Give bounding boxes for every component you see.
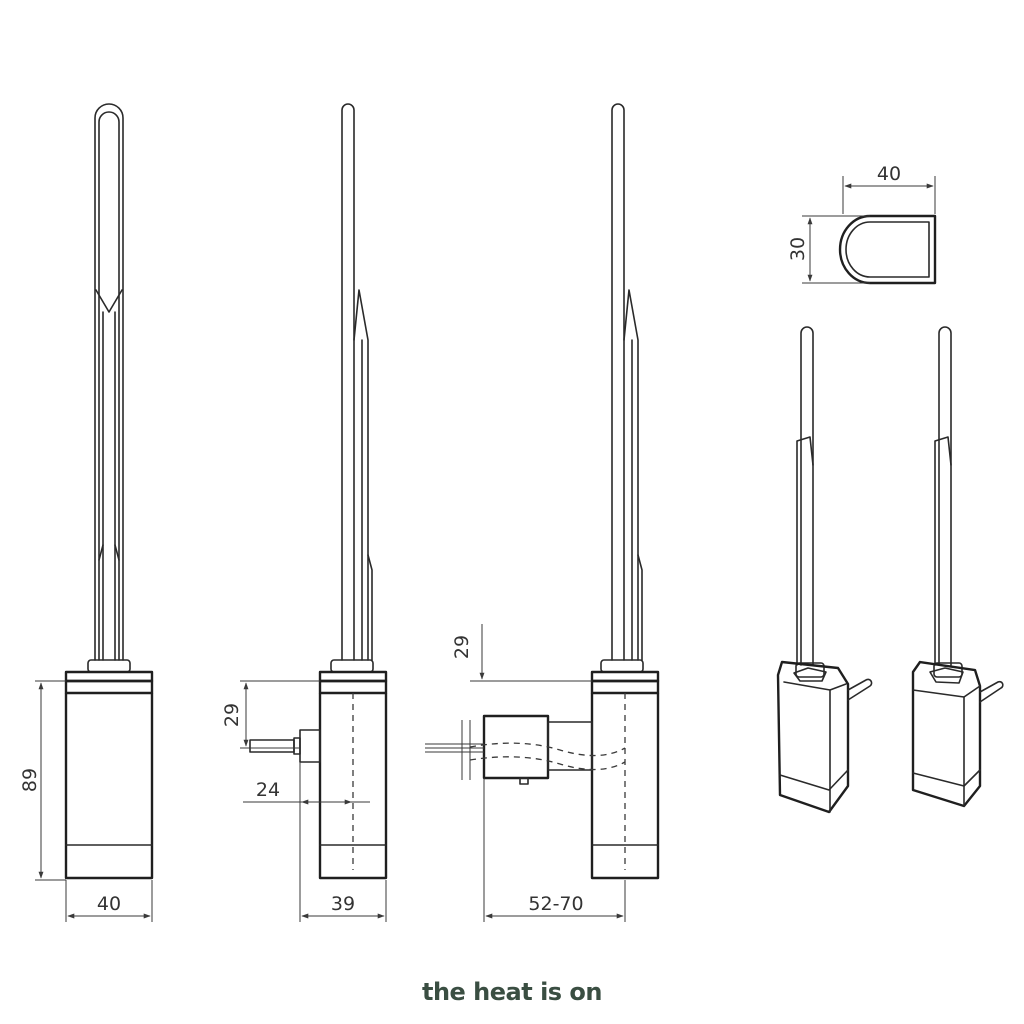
profile-section: 40 30 <box>787 163 937 285</box>
dim-side-pin-length: 24 <box>256 779 280 801</box>
dim-profile-height: 30 <box>787 237 809 261</box>
isometric-view-right <box>911 326 1004 808</box>
dim-mount-top-offset: 29 <box>451 635 473 659</box>
dim-profile-width: 40 <box>877 163 901 185</box>
isometric-view-left <box>776 326 873 814</box>
side-view: 29 24 39 <box>221 103 388 922</box>
dim-side-width: 39 <box>331 893 355 915</box>
front-view: 89 40 <box>19 103 154 922</box>
dim-mount-depth: 52-70 <box>528 893 583 915</box>
brand-logo-text: the heat is on <box>421 978 603 1006</box>
mounted-view: 29 52-70 <box>425 103 660 922</box>
dim-side-top-offset: 29 <box>221 703 243 727</box>
brand-logo: the heat is on <box>0 978 1024 1006</box>
dim-front-height: 89 <box>19 768 41 792</box>
dim-front-width: 40 <box>97 893 121 915</box>
